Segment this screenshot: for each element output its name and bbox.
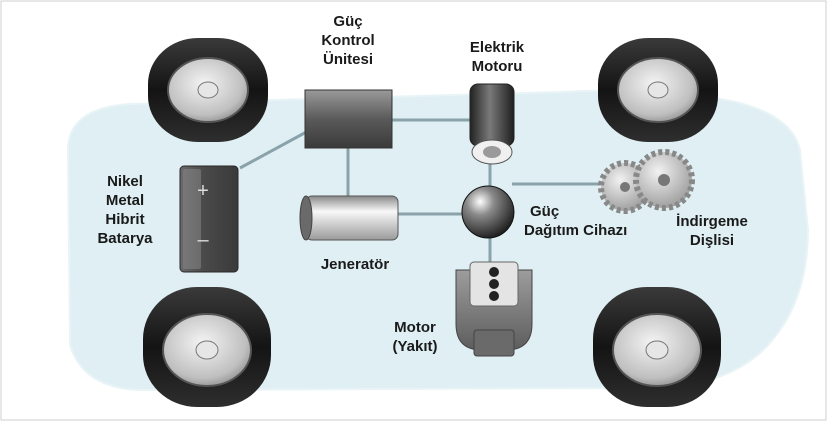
power-split-device xyxy=(461,185,515,239)
label-line: Elektrik xyxy=(469,39,525,56)
label-line: Kontrol xyxy=(321,32,375,49)
label-battery: Nikel Metal Hibrit Batarya xyxy=(80,172,170,248)
label-line: Metal xyxy=(105,192,145,209)
label-line: Motoru xyxy=(471,58,523,75)
wheel-front-left xyxy=(148,38,268,142)
label-line: Dişlisi xyxy=(689,232,735,249)
connection-lines xyxy=(239,118,600,262)
label-engine: Motor (Yakıt) xyxy=(380,318,450,356)
label-line: Dağıtım Cihazı xyxy=(524,222,628,239)
label-line: Güç xyxy=(530,203,560,220)
label-power-split-device: Güç Dağıtım Cihazı xyxy=(524,202,654,240)
engine xyxy=(455,261,533,357)
label-power-control-unit: Güç Kontrol Ünitesi xyxy=(303,12,393,69)
label-line: Hibrit xyxy=(105,211,145,228)
label-line: Güç xyxy=(333,13,363,30)
wheel-front-right xyxy=(598,38,718,142)
label-line: Nikel xyxy=(107,173,143,190)
label-line: Jeneratör xyxy=(320,256,390,273)
label-line: Batarya xyxy=(97,230,153,247)
battery-minus-symbol: – xyxy=(197,229,209,251)
label-generator: Jeneratör xyxy=(300,255,410,274)
label-line: (Yakıt) xyxy=(392,338,438,355)
wheel-rear-left xyxy=(143,287,271,407)
label-electric-motor: Elektrik Motoru xyxy=(452,38,542,76)
battery xyxy=(179,165,239,273)
label-line: İndirgeme xyxy=(676,213,748,230)
label-line: Motor xyxy=(394,319,436,336)
reduction-gear xyxy=(598,149,695,214)
generator xyxy=(299,195,399,241)
label-reduction-gear: İndirgeme Dişlisi xyxy=(662,212,762,250)
battery-plus-symbol: + xyxy=(197,180,209,202)
electric-motor xyxy=(469,83,515,165)
wheel-rear-right xyxy=(593,287,721,407)
power-control-unit xyxy=(304,89,393,149)
label-line: Ünitesi xyxy=(322,51,373,68)
